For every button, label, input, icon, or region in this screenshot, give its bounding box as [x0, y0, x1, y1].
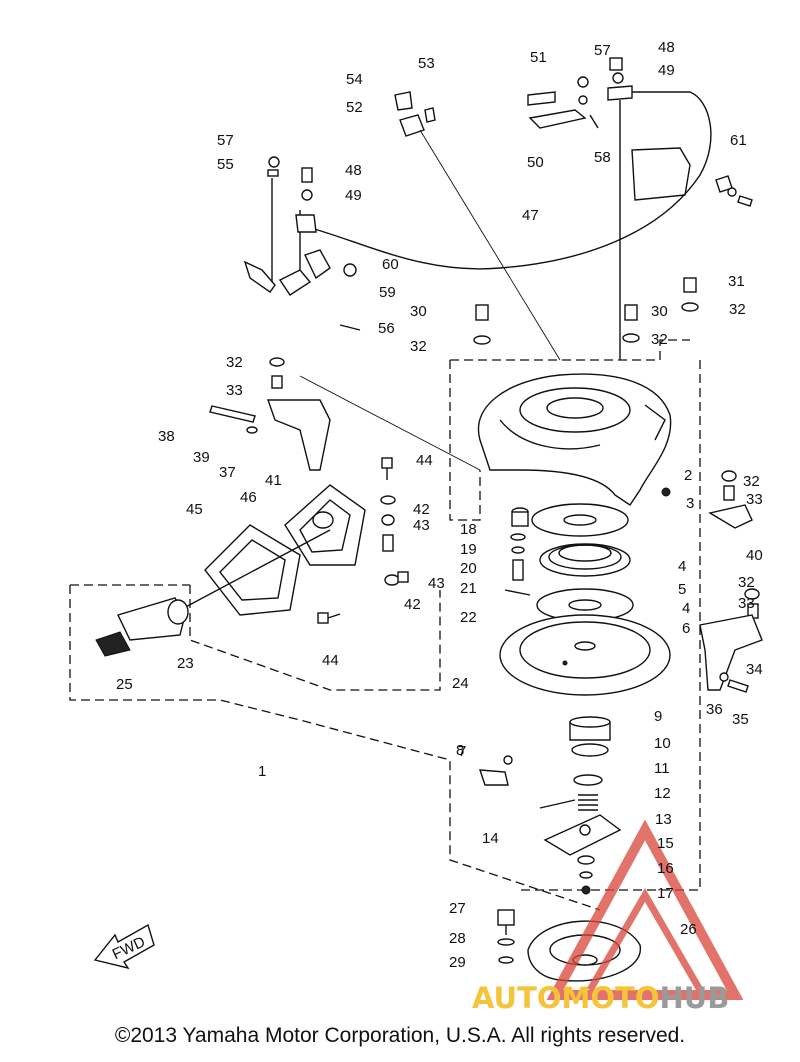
callout-24: 24 [452, 675, 469, 692]
callout-54: 54 [346, 71, 363, 88]
callout-42: 42 [404, 596, 421, 613]
grip [95, 597, 189, 657]
middle-bolts [317, 457, 409, 624]
starter-housing [477, 373, 672, 506]
callout-18: 18 [460, 521, 477, 538]
callout-45: 45 [186, 501, 203, 518]
copyright-notice: ©2013 Yamaha Motor Corporation, U.S.A. A… [114, 1024, 686, 1047]
callout-31: 31 [728, 273, 745, 290]
callout-15: 15 [657, 835, 674, 852]
callout-39: 39 [193, 449, 210, 466]
callout-21: 21 [460, 580, 477, 597]
callout-32: 32 [410, 338, 427, 355]
callout-32: 32 [738, 574, 755, 591]
callout-1: 1 [258, 763, 266, 780]
callout-32: 32 [729, 301, 746, 318]
callout-60: 60 [382, 256, 399, 273]
starter-handle [179, 484, 366, 616]
callout-13: 13 [655, 811, 672, 828]
callout-37: 37 [219, 464, 236, 481]
callout-46: 46 [240, 489, 257, 506]
callout-41: 41 [265, 472, 282, 489]
callout-55: 55 [217, 156, 234, 173]
callout-2: 2 [684, 467, 692, 484]
fwd-arrow: FWD [93, 923, 155, 970]
spring-stack [499, 503, 671, 696]
link-assembly-left [243, 156, 361, 331]
callout-49: 49 [658, 62, 675, 79]
callout-53: 53 [418, 55, 435, 72]
callout-40: 40 [746, 547, 763, 564]
callout-43: 43 [413, 517, 430, 534]
callout-58: 58 [594, 149, 611, 166]
small-bushings [504, 507, 531, 596]
callout-48: 48 [658, 39, 675, 56]
callout-4: 4 [678, 558, 686, 575]
watermark-part2: HUB [659, 981, 729, 1015]
bracket-left [209, 357, 331, 471]
callout-61: 61 [730, 132, 747, 149]
callout-36: 36 [706, 701, 723, 718]
callout-38: 38 [158, 428, 175, 445]
callout-32: 32 [226, 354, 243, 371]
callout-3: 3 [686, 495, 694, 512]
watermark-text: AUTOMOTOHUB [472, 981, 729, 1015]
bracket-right [473, 277, 763, 693]
callout-56: 56 [378, 320, 395, 337]
callout-57: 57 [217, 132, 234, 149]
callout-25: 25 [116, 676, 133, 693]
callout-4: 4 [682, 600, 690, 617]
callout-51: 51 [530, 49, 547, 66]
callout-33: 33 [746, 491, 763, 508]
callout-19: 19 [460, 541, 477, 558]
callout-8: 8 [456, 742, 464, 759]
callout-50: 50 [527, 154, 544, 171]
callout-35: 35 [732, 711, 749, 728]
callout-44: 44 [416, 452, 433, 469]
callout-7: 7 [458, 743, 466, 760]
callout-49: 49 [345, 187, 362, 204]
callout-28: 28 [449, 930, 466, 947]
pawl-parts [479, 716, 622, 895]
callout-42: 42 [413, 501, 430, 518]
callout-17: 17 [657, 885, 674, 902]
callout-59: 59 [379, 284, 396, 301]
callout-29: 29 [449, 954, 466, 971]
callout-27: 27 [449, 900, 466, 917]
callout-44: 44 [322, 652, 339, 669]
callout-34: 34 [746, 661, 763, 678]
link-assembly-right [394, 57, 753, 360]
callout-16: 16 [657, 860, 674, 877]
assembly-boundary [69, 339, 701, 911]
callout-30: 30 [410, 303, 427, 320]
callout-6: 6 [682, 620, 690, 637]
callout-22: 22 [460, 609, 477, 626]
callout-52: 52 [346, 99, 363, 116]
callout-47: 47 [522, 207, 539, 224]
throttle-cable [299, 91, 712, 270]
callout-12: 12 [654, 785, 671, 802]
callout-5: 5 [678, 581, 686, 598]
starter-cup [497, 909, 641, 982]
watermark-part1: AUTOMOTO [472, 981, 659, 1015]
callout-30: 30 [651, 303, 668, 320]
callout-57: 57 [594, 42, 611, 59]
callout-20: 20 [460, 560, 477, 577]
callout-32: 32 [651, 331, 668, 348]
callout-14: 14 [482, 830, 499, 847]
callout-10: 10 [654, 735, 671, 752]
callout-33: 33 [738, 595, 755, 612]
callout-33: 33 [226, 382, 243, 399]
callout-32: 32 [743, 473, 760, 490]
callout-23: 23 [177, 655, 194, 672]
callout-9: 9 [654, 708, 662, 725]
callout-26: 26 [680, 921, 697, 938]
callout-43: 43 [428, 575, 445, 592]
callout-48: 48 [345, 162, 362, 179]
watermark-logo [546, 819, 744, 1000]
callout-11: 11 [654, 760, 670, 777]
